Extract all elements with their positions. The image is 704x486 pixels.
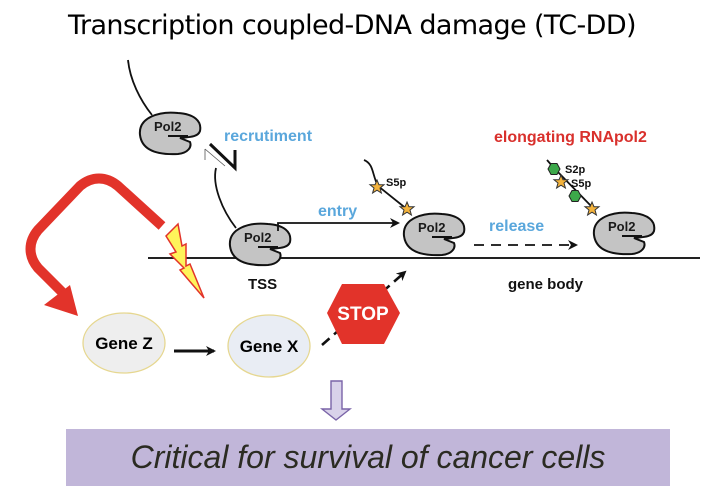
- feedback-arrowhead: [44, 285, 78, 316]
- pol2-recruited: Pol2: [138, 111, 202, 156]
- gene-z-label: Gene Z: [95, 334, 153, 353]
- pol2-entry: Pol2: [402, 212, 466, 257]
- rna-tail-tss: [214, 167, 237, 229]
- rna-tail-recruited: [127, 59, 153, 116]
- conclusion-text: Critical for survival of cancer cells: [130, 439, 606, 475]
- stop-sign-icon: STOP: [327, 284, 400, 344]
- svg-text:Pol2: Pol2: [608, 219, 635, 234]
- recruitment-label: recrutiment: [224, 128, 313, 145]
- svg-text:Pol2: Pol2: [154, 119, 181, 134]
- gene-x-label: Gene X: [240, 337, 299, 356]
- elongating-label: elongating RNApol2: [494, 129, 647, 146]
- s2p-label: S2p: [565, 164, 585, 176]
- dna-damage-bolt-icon: [165, 222, 205, 299]
- down-arrow-icon: [319, 380, 353, 421]
- gene-x-node: [227, 314, 311, 378]
- s2p-hexagon-icon: [547, 163, 561, 175]
- release-label: release: [489, 218, 544, 235]
- s5p-label-elongating: S5p: [571, 178, 591, 190]
- entry-arrow: [277, 218, 400, 231]
- gene-body-label: gene body: [508, 276, 584, 293]
- s5p-star-icon: [399, 201, 415, 216]
- diagram-title: Transcription coupled-DNA damage (TC-DD): [68, 10, 637, 41]
- s5p-star-icon: [369, 179, 385, 194]
- s5p-label: S5p: [386, 177, 406, 189]
- tss-label: TSS: [248, 276, 277, 293]
- feedback-arrow: [25, 173, 166, 296]
- svg-text:Pol2: Pol2: [418, 220, 445, 235]
- s5p-star-icon: [553, 174, 569, 189]
- entry-label: entry: [318, 203, 357, 220]
- pol2-tss: Pol2: [228, 222, 292, 267]
- gene-z-node: [82, 312, 166, 374]
- conclusion-banner: Critical for survival of cancer cells: [66, 429, 670, 486]
- svg-text:Pol2: Pol2: [244, 230, 271, 245]
- s5p-star-icon: [584, 201, 600, 216]
- equilibrium-arrows-icon: [204, 142, 237, 172]
- pol2-elongating: Pol2: [592, 211, 656, 256]
- stop-label: STOP: [337, 304, 389, 325]
- s2p-hexagon-icon: [568, 190, 582, 202]
